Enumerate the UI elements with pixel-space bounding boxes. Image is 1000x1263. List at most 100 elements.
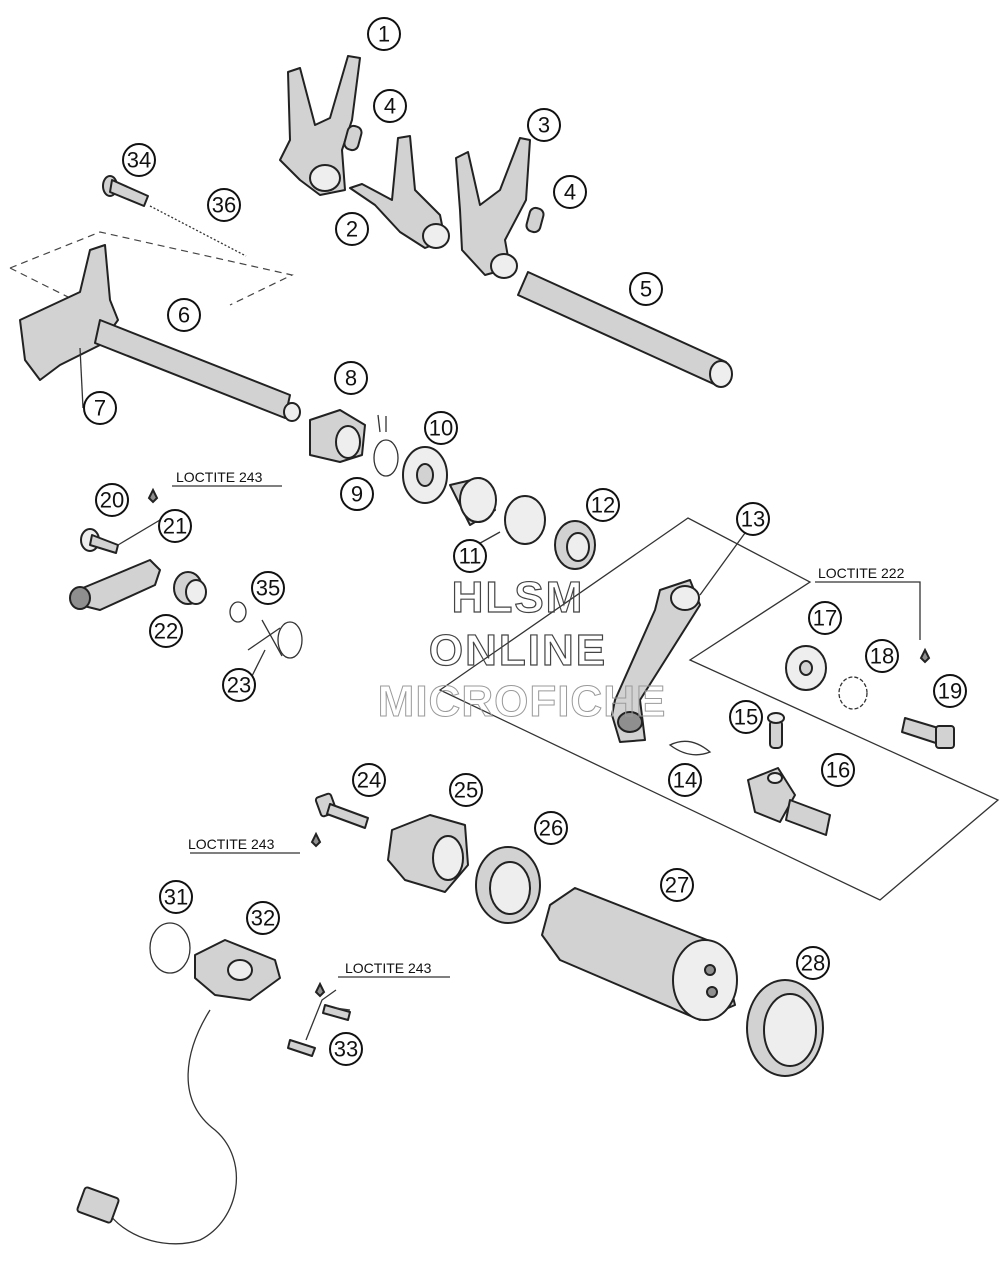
callout-10: 10 [424,411,458,445]
clip-14 [668,740,712,756]
svg-text:24: 24 [357,768,381,793]
svg-text:21: 21 [163,514,187,539]
svg-text:23: 23 [227,673,251,698]
svg-text:4: 4 [564,180,576,205]
lock-washer-18 [838,676,868,710]
callout-6: 6 [167,298,201,332]
callout-32: 32 [246,901,280,935]
washer-17 [785,645,827,691]
screw-20 [80,487,159,554]
callout-35: 35 [251,571,285,605]
svg-text:19: 19 [938,679,962,704]
svg-text:7: 7 [94,396,106,421]
callout-1: 1 [367,17,401,51]
shift-lever-21 [69,559,161,611]
callout-5: 5 [629,272,663,306]
svg-text:9: 9 [351,482,363,507]
svg-text:6: 6 [178,303,190,328]
callout-13: 13 [736,502,770,536]
svg-text:14: 14 [673,768,697,793]
group-outline-edge [9,267,111,319]
callout-15: 15 [729,700,763,734]
group-outline-shift-lever [438,517,1000,901]
svg-text:3: 3 [538,113,550,138]
spring-23 [247,619,303,659]
callout-18: 18 [865,639,899,673]
callout-16: 16 [821,753,855,787]
fork-pin-lower [525,206,545,234]
watermark-line-1: HLSM [452,573,585,622]
callout-24: 24 [352,763,386,797]
pin-15 [767,712,785,749]
callout-2: 2 [335,212,369,246]
svg-text:36: 36 [212,193,236,218]
shift-fork-1 [279,55,361,196]
shift-shaft-guide [309,409,366,463]
svg-text:25: 25 [454,778,478,803]
watermark: HLSM ONLINE MICROFICHE [377,572,666,726]
svg-text:8: 8 [345,366,357,391]
callout-9: 9 [340,477,374,511]
group-outline-shift-shaft [9,231,294,306]
callout-23: 23 [222,668,256,702]
callout-14: 14 [668,763,702,797]
seal-ring-12 [554,520,596,570]
callout-26: 26 [534,811,568,845]
washer-35 [229,601,247,623]
svg-text:33: 33 [334,1037,358,1062]
bolt-19 [901,647,955,749]
callout-22: 22 [149,614,183,648]
svg-text:20: 20 [100,488,124,513]
bushing-22 [173,571,207,605]
svg-text:11: 11 [459,544,482,569]
bearing-26 [475,846,541,924]
shift-shaft-bolt [102,175,149,207]
shift-drum-locating-25 [387,814,469,893]
svg-text:26: 26 [539,816,563,841]
washer-10 [402,446,448,504]
loctite-label: LOCTITE 222 [818,565,905,581]
shift-fork-rod [517,271,733,388]
callout-31: 31 [159,880,193,914]
svg-text:22: 22 [154,619,178,644]
svg-text:28: 28 [801,951,825,976]
callout-34: 34 [122,143,156,177]
watermark-line-2: ONLINE [429,626,607,675]
svg-text:18: 18 [870,644,894,669]
svg-text:10: 10 [429,416,453,441]
circlip-9 [373,414,399,477]
callout-17: 17 [808,601,842,635]
bearing-28 [746,979,824,1077]
svg-text:1: 1 [378,22,390,47]
callout-36: 36 [207,188,241,222]
screws-33 [287,981,351,1057]
svg-text:35: 35 [256,576,280,601]
svg-text:4: 4 [384,94,396,119]
svg-text:2: 2 [346,217,358,242]
svg-text:5: 5 [640,277,652,302]
loctite-label: LOCTITE 243 [176,469,263,485]
callout-33: 33 [329,1032,363,1066]
svg-text:34: 34 [127,148,151,173]
o-ring-31 [149,922,191,974]
svg-text:31: 31 [164,885,188,910]
fork-pin-upper [343,124,363,152]
svg-text:27: 27 [665,873,689,898]
callout-21: 21 [158,509,192,543]
callout-19: 19 [933,674,967,708]
callout-8: 8 [334,361,368,395]
shift-shaft [19,244,301,422]
needle-bearing-11 [449,477,546,545]
shift-drum-27 [541,887,738,1021]
callout-12: 12 [586,488,620,522]
ball-joint-16 [747,767,831,836]
bolt-24 [310,792,369,848]
shift-fork-2 [349,135,450,249]
svg-text:12: 12 [591,493,615,518]
svg-text:15: 15 [734,705,758,730]
shift-lever-13 [611,579,701,743]
loctite-label: LOCTITE 243 [345,960,432,976]
callout-7: 7 [83,391,117,425]
callout-3: 3 [527,108,561,142]
